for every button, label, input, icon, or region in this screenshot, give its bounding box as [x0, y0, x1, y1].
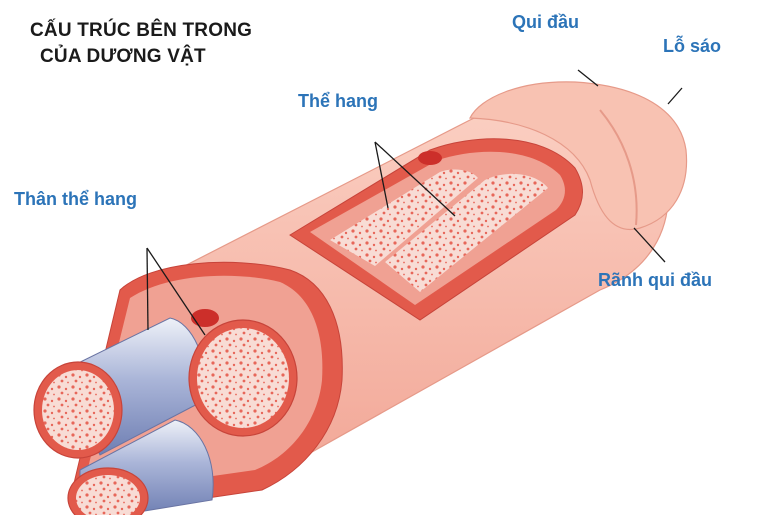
- label-coronal-sulcus: Rãnh qui đầu: [598, 270, 712, 290]
- label-urethral-opening: Lỗ sáo: [663, 36, 722, 56]
- top-cut-spot: [418, 151, 442, 165]
- spongy-strip-2: [385, 173, 548, 292]
- leader-urethral-opening: [667, 87, 683, 105]
- leader-corpora-cavernosa-1: [146, 247, 149, 331]
- coronal-ridge: [599, 109, 638, 226]
- label-glans: Qui đầu: [512, 12, 579, 32]
- cut-end-bottom-inner: [76, 475, 140, 515]
- diagram-title-line-2: CỦA DƯƠNG VẬT: [40, 46, 206, 67]
- cut-end-left-inner: [42, 370, 114, 450]
- label-corpus-spongiosum: Thể hang: [298, 91, 378, 111]
- spongy-strip-1: [330, 169, 478, 266]
- leader-corpus-spongiosum-2: [374, 141, 456, 217]
- cut-end-right-inner: [197, 328, 289, 428]
- cross-section-spot: [191, 309, 219, 327]
- diagram-title-line-1: CẤU TRÚC BÊN TRONG: [30, 20, 253, 41]
- glans: [469, 81, 688, 231]
- label-corpora-cavernosa: Thân thể hang: [14, 189, 137, 209]
- leader-corpora-cavernosa-2: [146, 247, 206, 336]
- leader-coronal-sulcus: [633, 227, 666, 263]
- leader-corpus-spongiosum-1: [374, 141, 389, 209]
- leader-glans: [577, 69, 599, 87]
